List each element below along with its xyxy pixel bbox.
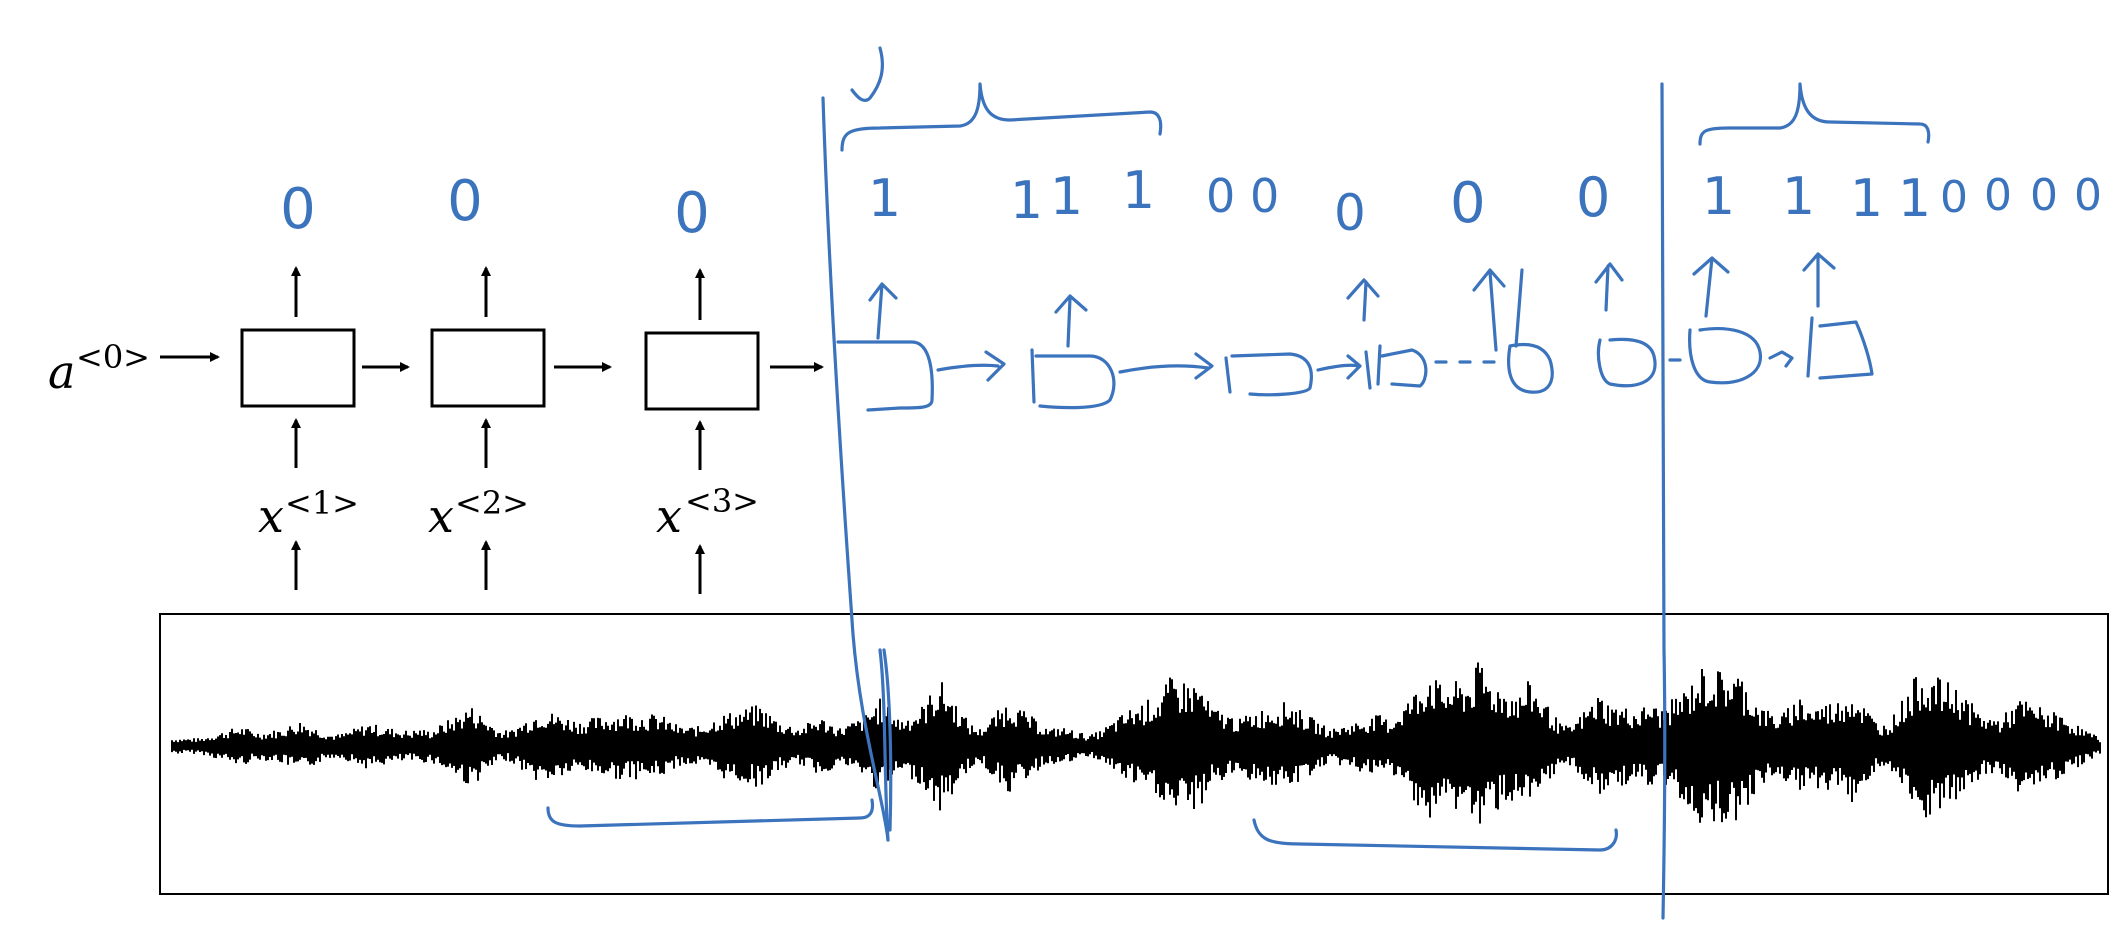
- blue-arrow-2: [1118, 352, 1214, 380]
- audio-waveform: [171, 662, 2101, 824]
- waveform-trace: [171, 662, 2101, 824]
- blue-cell-6: [1596, 337, 1657, 388]
- blue-cell-2: [1030, 348, 1116, 410]
- label-digit-s2-1: 1: [1782, 167, 1815, 227]
- blue-cell-3: [1224, 352, 1313, 397]
- label-digit-s1-3: 1: [1122, 161, 1155, 221]
- input-3-base: x: [656, 489, 682, 543]
- input-3-superscript: <3>: [685, 482, 759, 520]
- input-label-2: x <2>: [428, 484, 529, 543]
- blue-up-arrow-5: [1594, 262, 1624, 312]
- label-digit-s1-1: 1: [1010, 171, 1043, 231]
- label-digit-s2-7: 0: [2074, 170, 2102, 221]
- input-label-1: x <1>: [258, 484, 359, 543]
- brace-label-group-2: [1698, 82, 1931, 146]
- input-label-3: x <3>: [656, 482, 759, 543]
- blue-up-arrow-3: [1346, 278, 1380, 322]
- boundary-scribble: [878, 648, 893, 842]
- blue-up-arrow-7: [1802, 252, 1836, 308]
- initial-activation-superscript: <0>: [76, 338, 150, 376]
- initial-activation-base: a: [48, 345, 75, 399]
- input-2-superscript: <2>: [455, 484, 529, 522]
- label-digit-s1-0: 1: [868, 169, 901, 229]
- blue-up-arrow-1: [868, 282, 898, 340]
- blue-up-arrow-4: [1472, 268, 1524, 352]
- label-digit-s1-2: 1: [1050, 167, 1083, 227]
- label-digit-s1-8: 0: [1576, 166, 1610, 229]
- rnn-cell-2: [430, 328, 546, 408]
- brace-label-group-1: [840, 82, 1163, 152]
- label-digit-s1-7: 0: [1450, 171, 1486, 236]
- label-digit-s2-4: 0: [1940, 172, 1968, 223]
- input-1-base: x: [258, 489, 284, 543]
- output-label-1: 0: [280, 177, 316, 242]
- blue-up-arrow-2: [1054, 294, 1088, 348]
- blue-arrow-1: [936, 350, 1006, 382]
- label-digit-s1-6: 0: [1334, 184, 1366, 242]
- label-digit-s1-5: 0: [1250, 169, 1279, 223]
- input-1-superscript: <1>: [285, 484, 359, 522]
- input-2-base: x: [428, 489, 454, 543]
- label-digit-s2-0: 1: [1702, 167, 1735, 227]
- check-mark: [850, 46, 884, 103]
- blue-cell-7: [1688, 327, 1762, 385]
- bottom-bracket-1: [546, 798, 875, 828]
- trigger-word-end-line-1: [821, 96, 890, 842]
- output-label-2: 0: [447, 169, 483, 234]
- blue-arrow-3: [1316, 354, 1362, 380]
- blue-arrow-4: [1768, 350, 1794, 368]
- blue-cell-1: [836, 340, 934, 412]
- bottom-bracket-2: [1252, 818, 1618, 852]
- handwritten-annotations: 1 1 1 1 0 0 0 0 0 1 1 1 1 0 0 0 0: [546, 46, 2102, 920]
- blue-cell-5: [1507, 342, 1554, 394]
- output-label-3: 0: [674, 181, 710, 246]
- label-digit-s1-4: 0: [1206, 169, 1235, 223]
- blue-cell-8: [1806, 316, 1874, 380]
- rnn-cell-1: [240, 328, 356, 408]
- initial-activation-label: a <0>: [48, 338, 150, 399]
- blue-cell-4: [1364, 344, 1428, 390]
- rnn-cell-3: [644, 331, 760, 411]
- label-digit-s2-2: 1: [1850, 169, 1883, 229]
- label-digit-s2-3: 1: [1898, 169, 1931, 229]
- blue-up-arrow-6: [1692, 256, 1730, 318]
- label-digit-s2-6: 0: [2030, 170, 2058, 221]
- label-digit-s2-5: 0: [1984, 170, 2012, 221]
- trigger-word-end-line-2: [1660, 82, 1667, 920]
